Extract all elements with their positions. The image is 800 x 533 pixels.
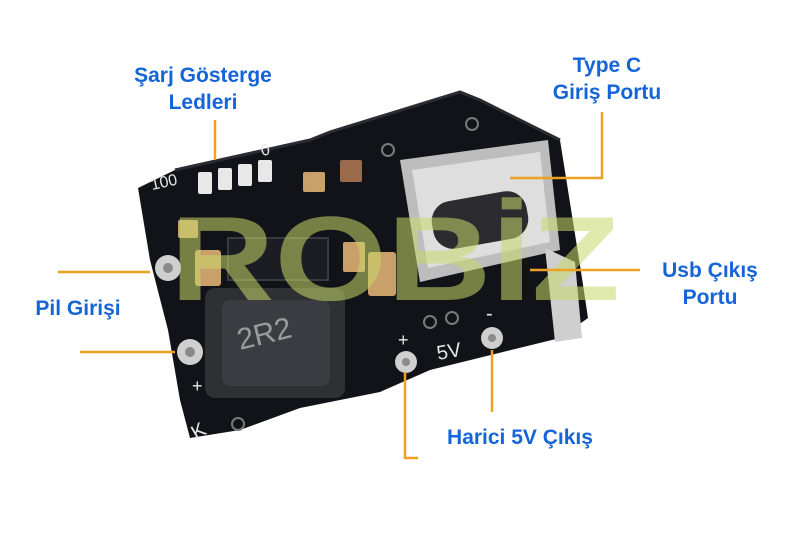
label-battery-input: Pil Girişi <box>35 297 121 320</box>
led-percent-high: 100 <box>149 172 179 194</box>
watermark: ROBİZ <box>170 192 620 326</box>
out-minus-mark: - <box>486 303 493 325</box>
label-charge-leds: Şarj Gösterge Ledleri <box>134 64 272 114</box>
usb-output-connector <box>545 248 582 342</box>
battery-plus-mark: + <box>192 376 203 396</box>
leader-lines <box>58 112 640 460</box>
inductor <box>205 288 345 398</box>
charge-leds <box>198 160 272 194</box>
out-plus-mark: + <box>398 330 409 350</box>
led-percent-low: 0 <box>259 141 271 159</box>
out-voltage-mark: 5V <box>435 339 464 365</box>
pcb-board: 100 0 2R2 + 5V - + K <box>138 90 588 444</box>
label-external-5v-output: Harici 5V Çıkış <box>447 426 593 449</box>
label-type-c-input: Type C Giriş Portu <box>552 54 662 104</box>
label-usb-output: Usb Çıkış Portu <box>662 259 758 309</box>
type-c-connector <box>400 140 560 282</box>
